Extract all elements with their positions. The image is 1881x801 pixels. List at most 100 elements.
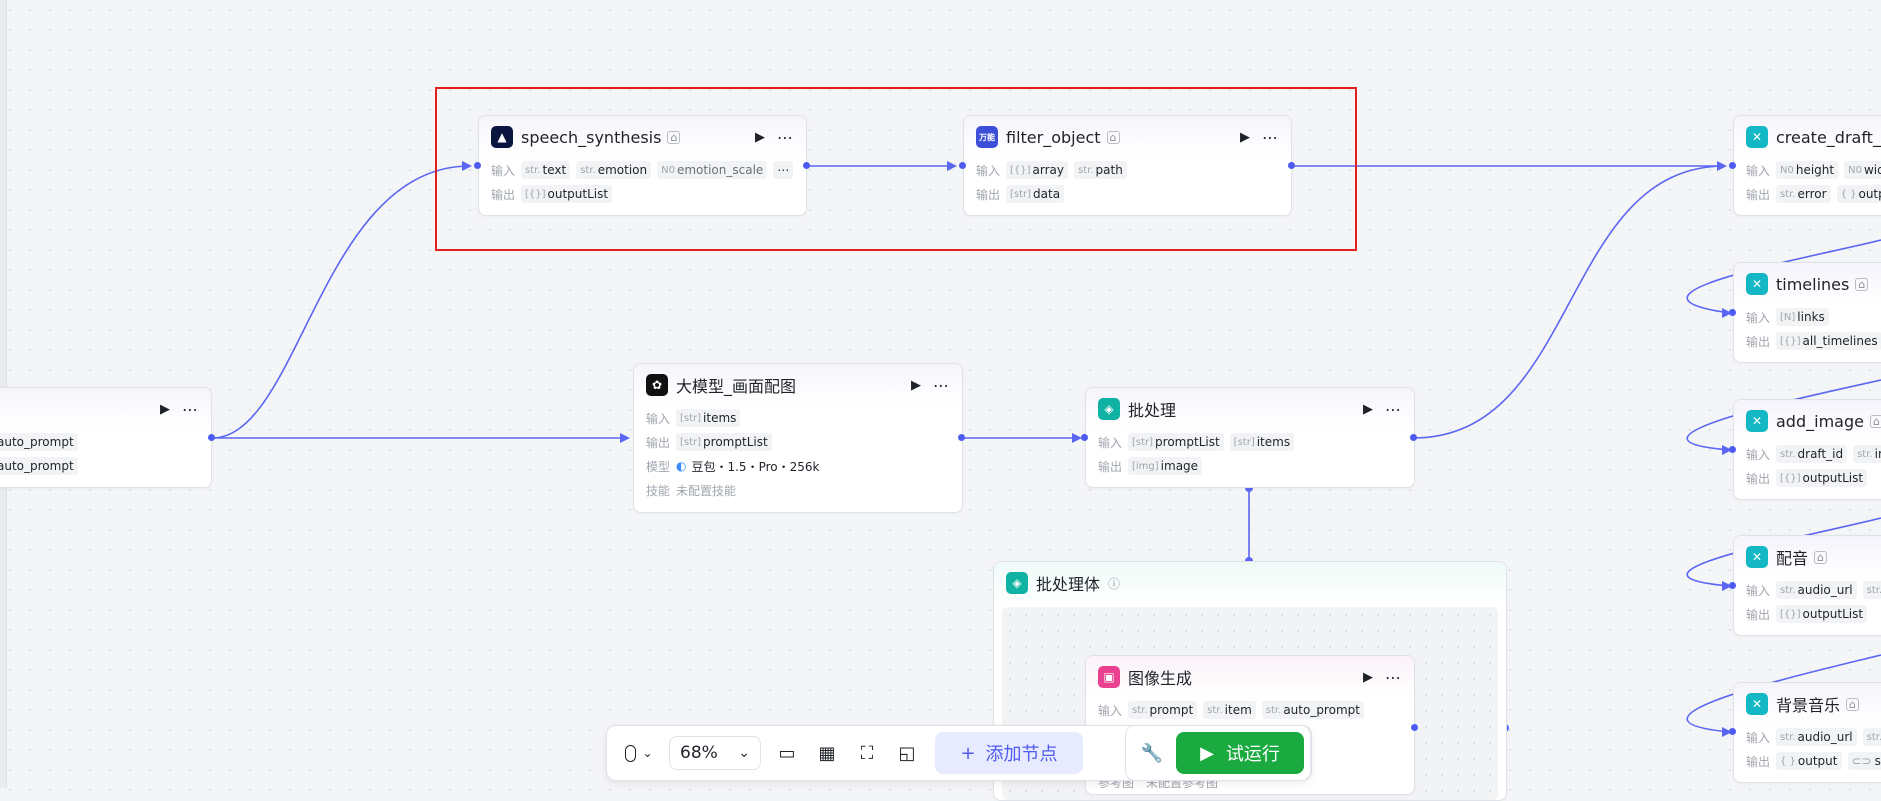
node-dubbing[interactable]: ✕ 配音 ⌂ 输入 str.audio_url str.dr 输出 [{}]ou… <box>1733 535 1881 636</box>
node-bgm[interactable]: ✕ 背景音乐 ⌂ 输入 str.audio_url str.dr 输出 { }o… <box>1733 682 1881 783</box>
fit-view-button[interactable]: ◱ <box>887 733 927 773</box>
input-port[interactable] <box>959 162 966 169</box>
outputs-label: 输出 <box>1746 186 1768 203</box>
more-icon[interactable]: ⋯ <box>182 400 199 419</box>
test-run-button[interactable]: ▶ 试运行 <box>1176 732 1304 774</box>
outputs-label: 输出 <box>976 186 998 203</box>
capcut-icon: ✕ <box>1746 410 1768 432</box>
run-node-icon[interactable]: ▶ <box>911 378 921 393</box>
run-node-icon[interactable]: ▶ <box>755 130 765 145</box>
input-tag: [str]promptList <box>1128 433 1224 451</box>
node-title: 配音 <box>1776 545 1808 569</box>
input-port[interactable] <box>1729 728 1736 735</box>
outputs-label: 输出 <box>1746 333 1768 350</box>
node-title: 批处理体 <box>1036 571 1100 595</box>
inputs-label: 输入 <box>646 410 668 427</box>
run-node-icon[interactable]: ▶ <box>160 402 170 417</box>
output-tag: auto_prompt <box>0 457 78 475</box>
inputs-label: 输入 <box>1746 582 1768 599</box>
plugin-badge-icon: ⌂ <box>667 131 680 144</box>
wrench-icon: 🔧 <box>1141 743 1163 764</box>
plugin-badge-icon: ⌂ <box>1107 131 1120 144</box>
skill-label: 技能 <box>646 482 668 499</box>
node-timelines[interactable]: ✕ timelines ⌂ 输入 [N]links 输出 [{}]all_tim… <box>1733 262 1881 363</box>
test-run-label: 试运行 <box>1226 740 1280 766</box>
comment-button[interactable]: ▭ <box>767 733 807 773</box>
output-tag: auto_prompt <box>0 433 78 451</box>
input-port[interactable] <box>1729 582 1736 589</box>
node-title: 背景音乐 <box>1776 692 1840 716</box>
node-title: filter_object <box>1006 128 1101 147</box>
batch-icon: ◈ <box>1098 398 1120 420</box>
start-node[interactable]: ▶ ⋯ auto_prompt auto_prompt <box>0 387 212 488</box>
minimap-button[interactable]: ⛶ <box>847 733 887 773</box>
more-icon[interactable]: ⋯ <box>1262 128 1279 147</box>
input-tag: str.audio_url <box>1776 581 1857 599</box>
node-filter-object[interactable]: 万能 filter_object ⌂ ▶ ⋯ 输入 [{}]array str.… <box>963 115 1292 216</box>
play-icon: ▶ <box>1200 743 1214 764</box>
node-speech-synthesis[interactable]: ▲ speech_synthesis ⌂ ▶ ⋯ 输入 str.text str… <box>478 115 807 216</box>
output-port[interactable] <box>1411 724 1418 731</box>
toolbox-app-icon: 万能 <box>976 126 998 148</box>
chevron-down-icon: ⌄ <box>642 746 652 760</box>
run-toolbar: 🔧 ▶ 试运行 <box>1125 725 1311 781</box>
model-icon: ◐ <box>676 459 686 473</box>
more-icon[interactable]: ⋯ <box>777 128 794 147</box>
toggle-icon: ⊂⊃ <box>1852 754 1872 768</box>
debug-button[interactable]: 🔧 <box>1132 733 1172 773</box>
run-node-icon[interactable]: ▶ <box>1240 130 1250 145</box>
comment-icon: ▭ <box>778 743 795 764</box>
mouse-mode-button[interactable]: ⌄ <box>615 733 663 773</box>
zoom-value: 68% <box>680 743 718 763</box>
speech-app-icon: ▲ <box>491 126 513 148</box>
fit-icon: ◱ <box>898 743 915 764</box>
more-inputs-button[interactable]: ⋯ <box>773 161 793 179</box>
output-port[interactable] <box>1410 434 1417 441</box>
outputs-label: 输出 <box>1746 470 1768 487</box>
chevron-down-icon: ⌄ <box>738 745 750 761</box>
more-icon[interactable]: ⋯ <box>1385 668 1402 687</box>
info-icon[interactable]: ⓘ <box>1108 575 1120 592</box>
plugin-badge-icon: ⌂ <box>1855 278 1868 291</box>
layout-button[interactable]: ▦ <box>807 733 847 773</box>
output-port[interactable] <box>1288 162 1295 169</box>
more-icon[interactable]: ⋯ <box>933 376 950 395</box>
input-tag: str.auto_prompt <box>1262 701 1364 719</box>
capcut-icon: ✕ <box>1746 546 1768 568</box>
output-tag: [str]data <box>1006 185 1064 203</box>
node-batch[interactable]: ◈ 批处理 ▶ ⋯ 输入 [str]promptList [str]items … <box>1085 387 1415 488</box>
outputs-label: 输出 <box>1746 606 1768 623</box>
run-node-icon[interactable]: ▶ <box>1363 670 1373 685</box>
input-port[interactable] <box>1081 434 1088 441</box>
edge-start-speech <box>212 166 470 438</box>
node-title: 图像生成 <box>1128 665 1192 689</box>
input-tag: str.text <box>521 161 570 179</box>
capcut-icon: ✕ <box>1746 693 1768 715</box>
input-tag: str.prompt <box>1128 701 1197 719</box>
input-tag: str.audio_url <box>1776 728 1857 746</box>
input-port[interactable] <box>474 162 481 169</box>
add-node-button[interactable]: + 添加节点 <box>935 732 1083 774</box>
more-icon[interactable]: ⋯ <box>1385 400 1402 419</box>
outputs-label: 输出 <box>491 186 513 203</box>
input-port[interactable] <box>1729 162 1736 169</box>
output-tag: { }output <box>1776 752 1842 770</box>
zoom-select[interactable]: 68% ⌄ <box>669 736 761 770</box>
outputs-label: 输出 <box>1746 753 1768 770</box>
run-node-icon[interactable]: ▶ <box>1363 402 1373 417</box>
plus-icon: + <box>960 743 975 764</box>
node-add-image[interactable]: ✕ add_image ⌂ 输入 str.draft_id str.ima 输出… <box>1733 399 1881 500</box>
outputs-label: 输出 <box>646 434 668 451</box>
node-llm-image-prompt[interactable]: ✿ 大模型_画面配图 ▶ ⋯ 输入 [str]items 输出 [str]pro… <box>633 363 963 513</box>
input-port[interactable] <box>1729 309 1736 316</box>
inputs-label: 输入 <box>1098 702 1120 719</box>
output-port[interactable] <box>803 162 810 169</box>
input-port[interactable] <box>1729 446 1736 453</box>
output-port[interactable] <box>208 434 215 441</box>
inputs-label: 输入 <box>1746 446 1768 463</box>
output-tag: [{}]outputList <box>1776 469 1867 487</box>
output-port[interactable] <box>958 434 965 441</box>
node-title: 批处理 <box>1128 397 1176 421</box>
output-tag: ⊂⊃succe <box>1848 752 1881 770</box>
